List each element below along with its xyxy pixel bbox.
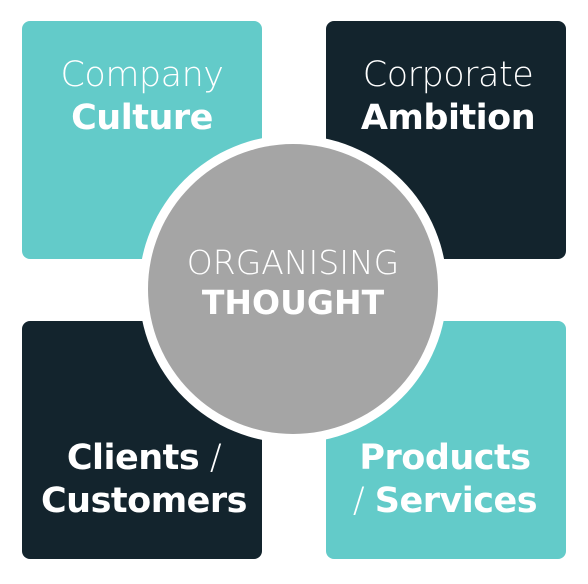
- center-label-organising: ORGANISING: [186, 243, 400, 282]
- center-circle: [148, 144, 438, 434]
- label-culture: Culture: [71, 97, 213, 138]
- label-products: Products: [359, 438, 531, 478]
- label-corporate-ambition: Corporate Ambition: [318, 54, 578, 139]
- center-label: ORGANISING THOUGHT: [148, 243, 438, 322]
- label-clients-customers: Clients / Customers: [14, 437, 274, 522]
- label-clients: Clients: [66, 438, 200, 478]
- label-company: Company: [60, 55, 224, 95]
- label-clients-slash: /: [199, 438, 222, 478]
- label-products-services: Products / Services: [315, 437, 575, 522]
- label-services-slash: /: [352, 480, 375, 521]
- label-ambition: Ambition: [360, 97, 536, 138]
- label-customers: Customers: [40, 480, 248, 521]
- label-company-culture: Company Culture: [12, 54, 272, 139]
- center-label-thought: THOUGHT: [201, 282, 385, 322]
- label-corporate: Corporate: [362, 55, 534, 95]
- label-services: Services: [374, 480, 538, 521]
